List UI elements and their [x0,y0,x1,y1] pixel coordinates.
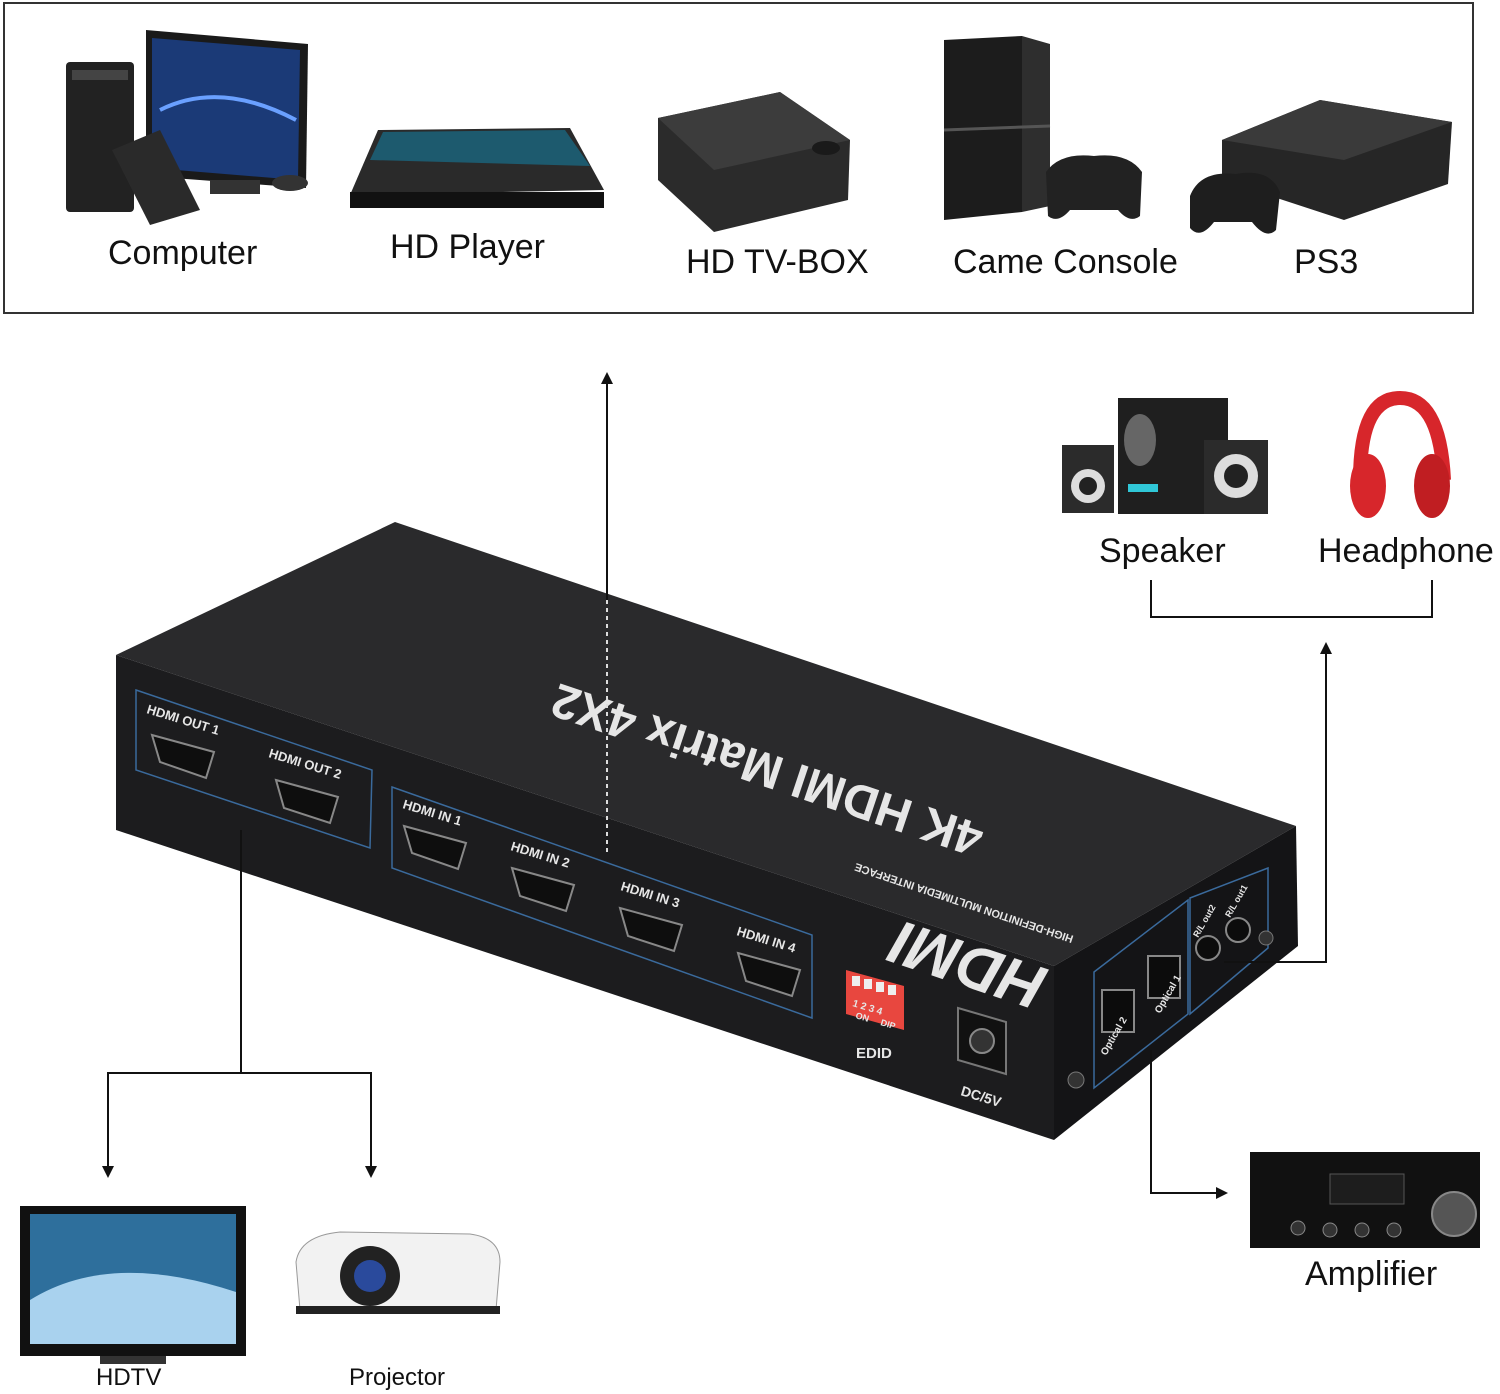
ps3-icon [1190,100,1452,234]
tv-icon [20,1206,246,1364]
source-label-computer: Computer [108,234,258,272]
sources-frame [3,2,1474,314]
source-label-tv-box: HD TV-BOX [686,243,869,281]
output-arrow-projector [241,1072,377,1178]
output-arrow-hdtv [102,830,242,1178]
display-label-hdtv: HDTV [96,1364,162,1391]
hdmi-matrix-device [116,522,1298,1140]
audio-bracket [1150,580,1433,618]
amplifier-label: Amplifier [1305,1255,1438,1293]
speaker-icon [1062,398,1268,514]
audio-label-headphone: Headphone [1318,532,1494,570]
amplifier-arrow [1150,1050,1228,1199]
tv-box-icon [658,92,850,232]
dip-text: DIP [879,1017,896,1031]
hd-player-icon [350,128,604,208]
edid-label: EDID [856,1045,892,1062]
source-label-hd-player: HD Player [390,228,545,266]
amplifier-icon [1250,1152,1480,1248]
audio-arrow [1224,642,1332,963]
audio-label-speaker: Speaker [1099,532,1226,570]
display-label-projector: Projector [349,1364,446,1391]
source-label-game-console: Came Console [953,243,1178,281]
dip-on: ON [854,1010,870,1024]
game-console-icon [943,36,1142,220]
headphone-icon [1350,390,1451,518]
source-label-ps3: PS3 [1294,243,1359,281]
projector-icon [295,1231,501,1314]
computer-icon [66,30,308,225]
